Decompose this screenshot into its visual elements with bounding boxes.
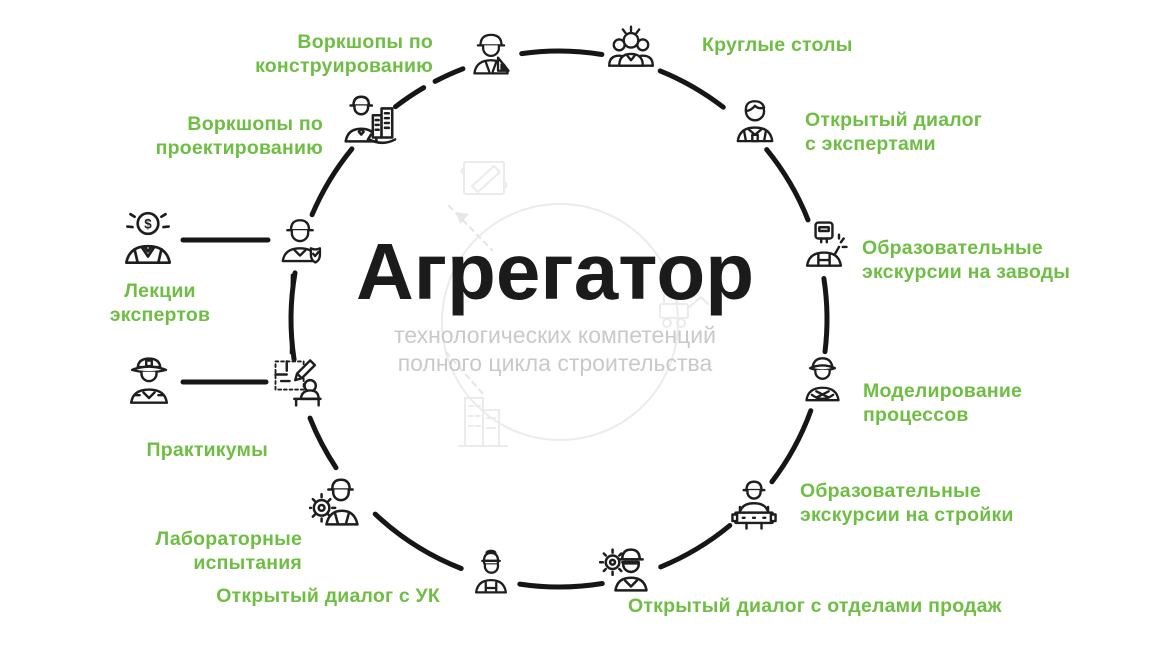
expert-person-icon <box>726 94 784 152</box>
supervisor-cap-icon <box>794 353 851 410</box>
label-open-dialog-sales: Открытый диалог с отделами продаж <box>628 595 1002 617</box>
welder-icon <box>794 216 854 276</box>
label-process-modeling: Моделирование процессов <box>863 380 1023 426</box>
worker-cap-icon <box>463 546 519 602</box>
svg-text:$: $ <box>144 217 152 232</box>
money-expert-icon: $ <box>115 208 181 274</box>
watermark-drafting-icon <box>460 161 508 195</box>
watermark-building-icon <box>458 397 508 447</box>
firefighter-icon <box>119 353 179 413</box>
page-subtitle: технологических компетенций полного цикл… <box>394 322 716 376</box>
worker-buildings-icon <box>337 91 399 153</box>
worker-gear-icon <box>599 539 661 601</box>
worker-beam-icon <box>724 477 784 537</box>
people-group-icon <box>602 24 660 82</box>
worker-setsquare-icon <box>463 27 519 83</box>
watermark-arrow-icon <box>456 212 469 224</box>
label-workshops-construction: Воркшопы по конструированию <box>255 31 433 77</box>
lab-worker-gear-icon <box>309 473 371 535</box>
label-excursions-sites: Образовательные экскурсии на стройки <box>800 480 1014 526</box>
label-open-dialog-uk: Открытый диалог с УК <box>216 585 440 607</box>
label-expert-lectures: Лекции экспертов <box>109 280 211 326</box>
label-practicums: Практикумы <box>146 439 268 461</box>
label-lab-testing: Лабораторные испытания <box>155 528 302 574</box>
blueprint-draftsman-icon <box>268 352 328 412</box>
page-title: Агрегатор <box>355 227 755 316</box>
label-open-dialog-experts: Открытый диалог с экспертами <box>805 109 983 155</box>
worker-shield-icon <box>271 213 329 271</box>
label-workshops-design: Воркшопы по проектированию <box>155 113 323 159</box>
label-excursions-factories: Образовательные экскурсии на заводы <box>862 237 1071 283</box>
label-round-tables: Круглые столы <box>702 34 853 56</box>
